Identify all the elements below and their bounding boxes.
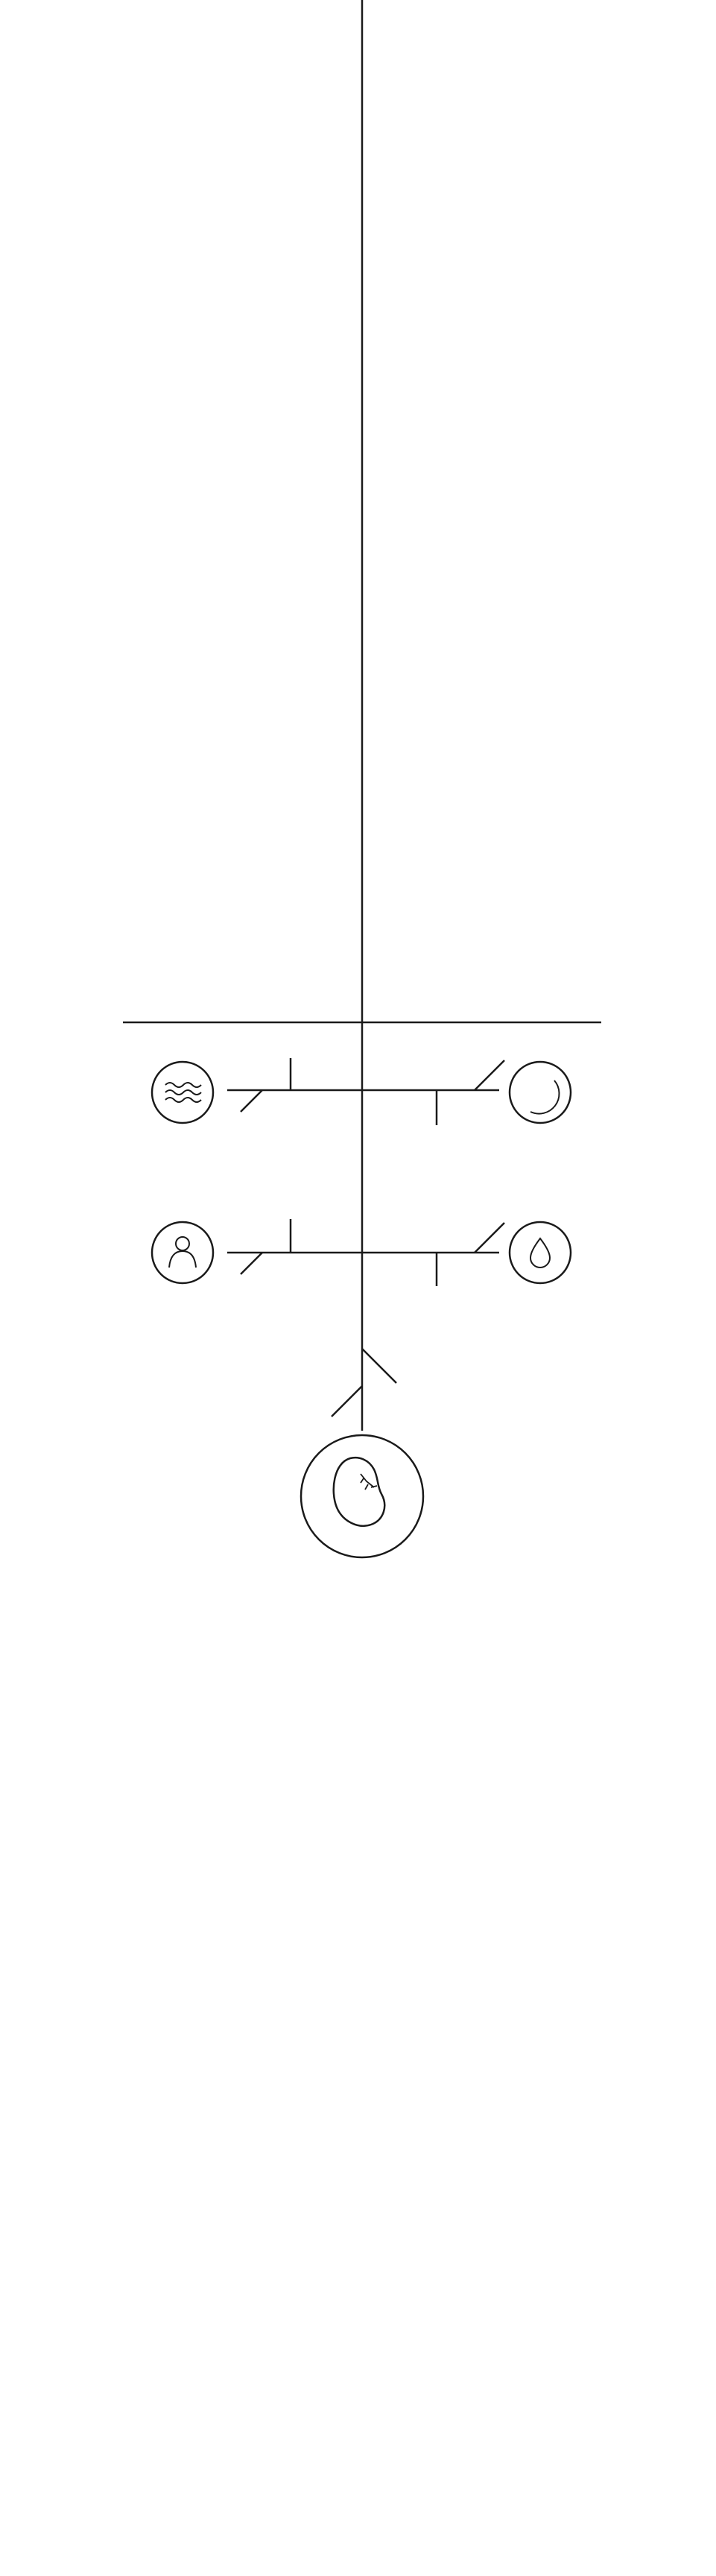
sprouting-bean-icon-ring — [300, 1434, 425, 1559]
lower-branch-diag-right — [474, 1222, 505, 1253]
sprouting-bean-icon — [332, 1457, 386, 1527]
upper-branch-diag-right — [474, 1060, 505, 1091]
node-bubble — [508, 1060, 572, 1124]
upper-branch-diag-left — [240, 1089, 263, 1113]
person-icon — [168, 1236, 197, 1268]
node-person — [151, 1221, 215, 1285]
water-drop-icon — [529, 1237, 551, 1268]
water-waves-icon — [165, 1082, 202, 1103]
water-waves-icon-ring — [151, 1060, 215, 1124]
bubble-circle-icon-ring — [508, 1060, 572, 1124]
lower-branch-diag-left — [240, 1252, 263, 1275]
node-seed — [300, 1434, 425, 1559]
node-water — [151, 1060, 215, 1124]
root-diag-left — [331, 1385, 363, 1417]
water-drop-icon-ring — [508, 1221, 572, 1285]
root-diag-right — [361, 1348, 397, 1384]
diagram-lines — [123, 0, 601, 1431]
person-icon-ring — [151, 1221, 215, 1285]
node-drop — [508, 1221, 572, 1285]
bubble-circle-icon — [530, 1080, 560, 1115]
